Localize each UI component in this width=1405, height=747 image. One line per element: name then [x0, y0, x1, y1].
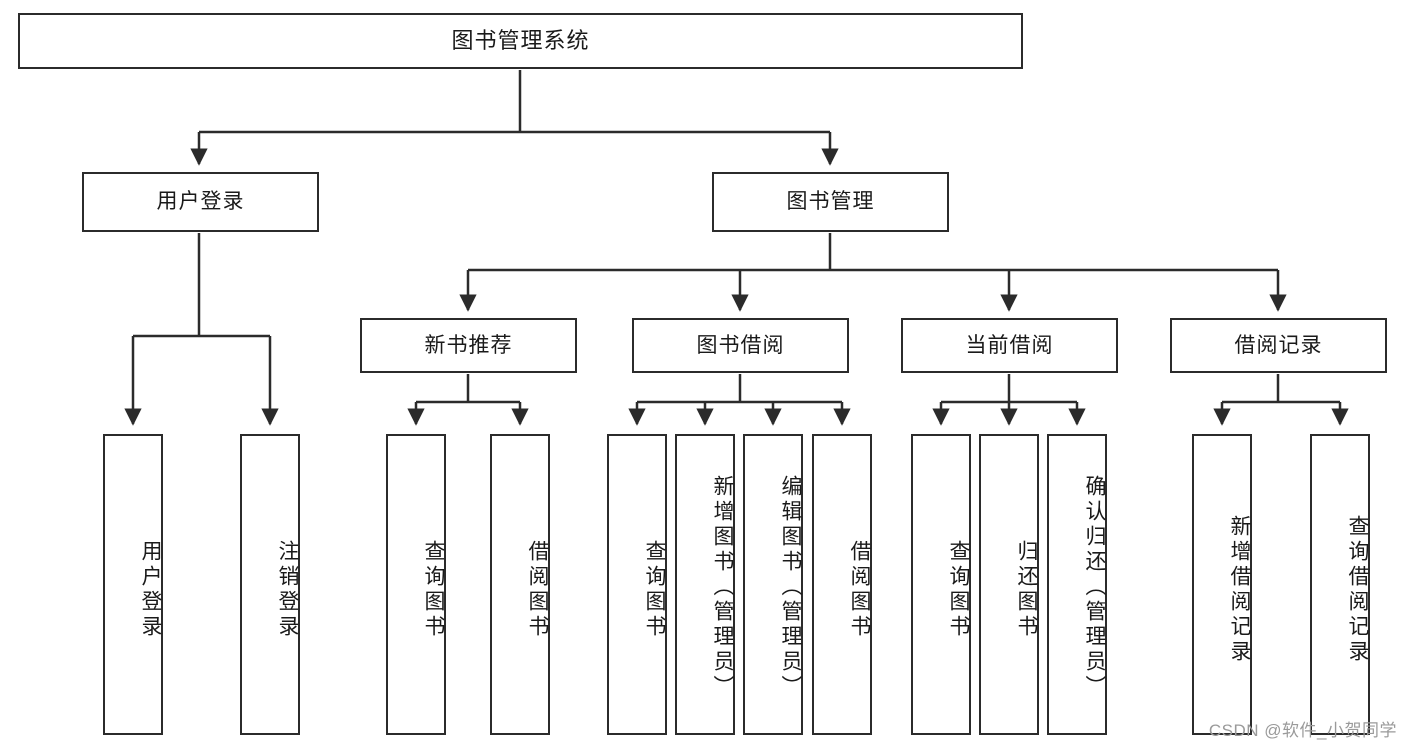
node-book-management[interactable]: 图书管理	[712, 172, 949, 232]
watermark: CSDN @软件_小贺同学	[1208, 721, 1397, 740]
node-new-book-recommend[interactable]: 新书推荐	[360, 318, 577, 373]
leaf-current-query-book[interactable]: 查询图书	[911, 434, 971, 735]
node-label: 确认归还（管理员）	[1083, 475, 1106, 700]
node-book-borrow[interactable]: 图书借阅	[632, 318, 849, 373]
leaf-record-query-record[interactable]: 查询借阅记录	[1310, 434, 1370, 735]
node-label: 借阅记录	[1234, 333, 1323, 357]
node-label: 借阅图书	[848, 539, 871, 640]
leaf-recommend-borrow-book[interactable]: 借阅图书	[490, 434, 550, 735]
node-user-login[interactable]: 用户登录	[82, 172, 319, 232]
node-label: 新增借阅记录	[1228, 514, 1251, 665]
node-label: 新书推荐	[424, 333, 513, 357]
leaf-current-confirm-return-admin[interactable]: 确认归还（管理员）	[1047, 434, 1107, 735]
leaf-borrow-add-book-admin[interactable]: 新增图书（管理员）	[675, 434, 735, 735]
leaf-record-add-record[interactable]: 新增借阅记录	[1192, 434, 1252, 735]
node-label: 编辑图书（管理员）	[779, 475, 802, 700]
node-label: 查询图书	[947, 539, 970, 640]
node-label: 用户登录	[139, 539, 162, 640]
node-root-library-system[interactable]: 图书管理系统	[18, 13, 1023, 69]
leaf-current-return-book[interactable]: 归还图书	[979, 434, 1039, 735]
node-label: 图书管理系统	[451, 27, 590, 53]
node-label: 查询借阅记录	[1346, 514, 1369, 665]
leaf-user-login-signout[interactable]: 注销登录	[240, 434, 300, 735]
node-label: 查询图书	[422, 539, 445, 640]
leaf-user-login-signin[interactable]: 用户登录	[103, 434, 163, 735]
node-label: 查询图书	[643, 539, 666, 640]
leaf-borrow-query-book[interactable]: 查询图书	[607, 434, 667, 735]
node-current-borrow[interactable]: 当前借阅	[901, 318, 1118, 373]
node-borrow-record[interactable]: 借阅记录	[1170, 318, 1387, 373]
leaf-borrow-borrow-book[interactable]: 借阅图书	[812, 434, 872, 735]
leaf-borrow-edit-book-admin[interactable]: 编辑图书（管理员）	[743, 434, 803, 735]
node-label: 用户登录	[156, 190, 245, 214]
node-label: 图书借阅	[696, 333, 785, 357]
leaf-recommend-query-book[interactable]: 查询图书	[386, 434, 446, 735]
node-label: 归还图书	[1015, 539, 1038, 640]
node-label: 当前借阅	[965, 333, 1054, 357]
node-label: 图书管理	[786, 190, 875, 214]
node-label: 借阅图书	[526, 539, 549, 640]
node-label: 注销登录	[276, 539, 299, 640]
node-label: 新增图书（管理员）	[711, 475, 734, 700]
